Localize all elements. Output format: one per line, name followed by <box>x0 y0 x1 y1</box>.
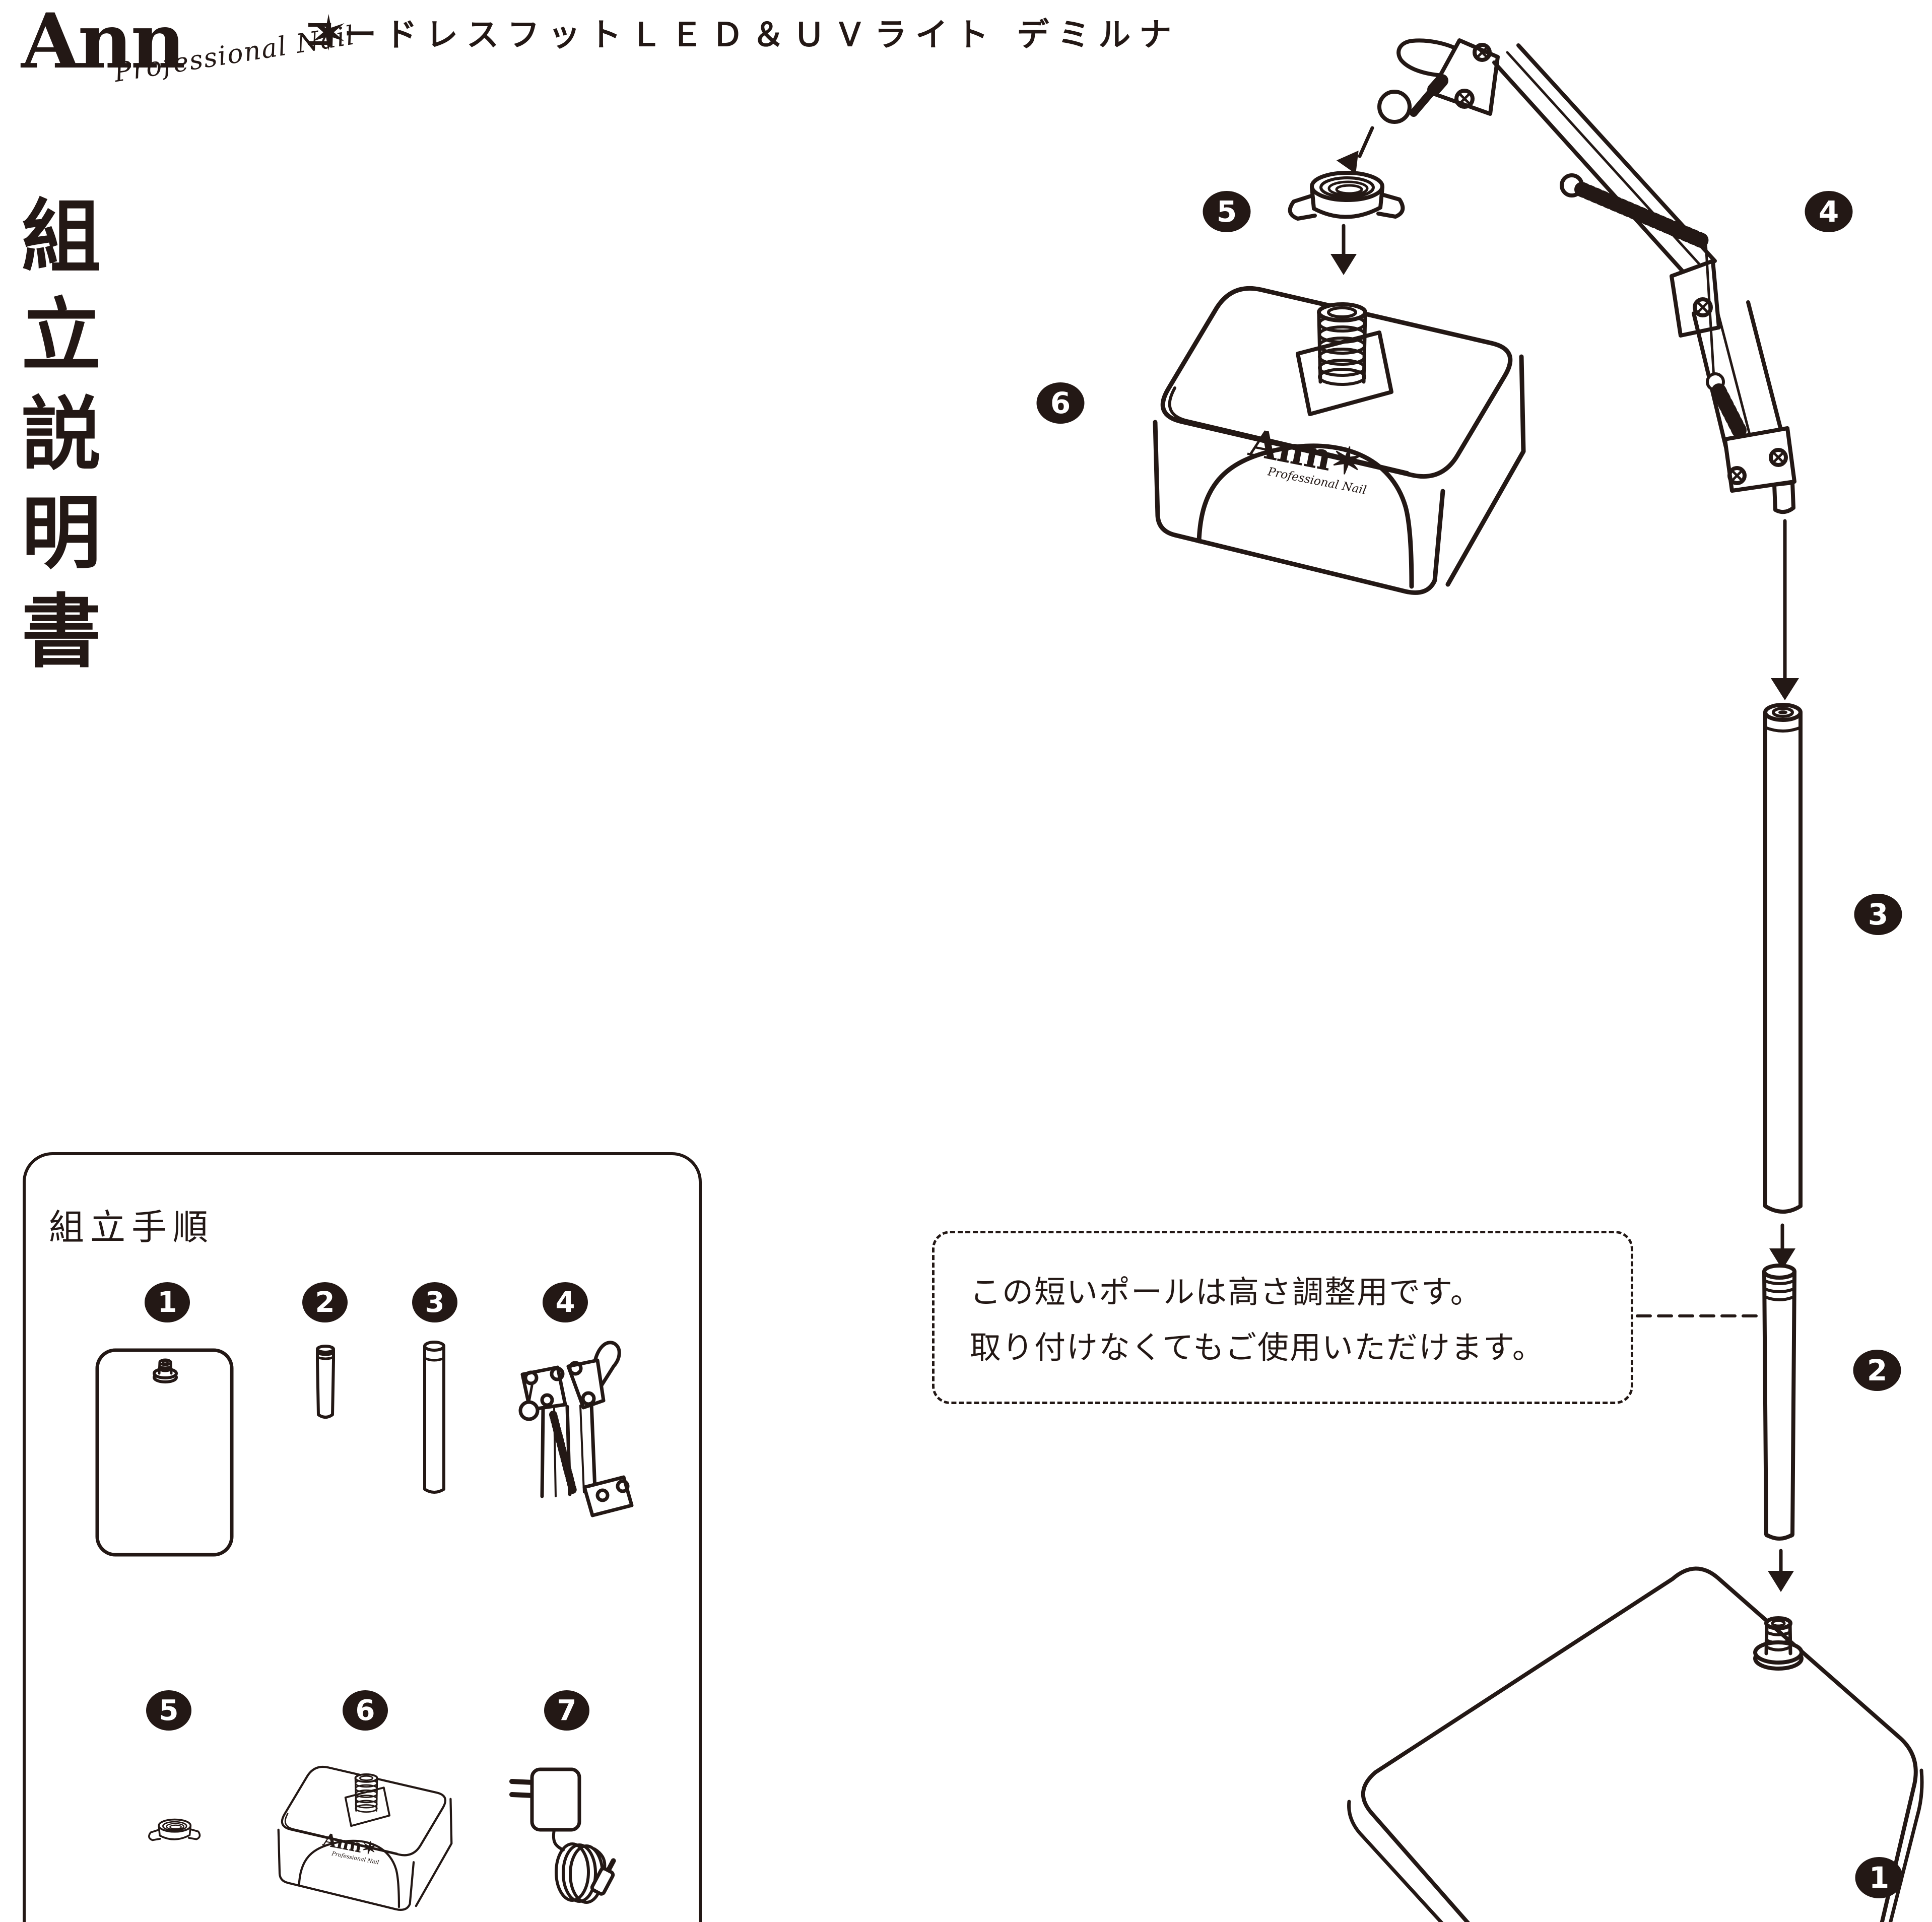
diagram-badge-pole-short: 2 <box>1853 1350 1901 1391</box>
base-plate-illustration <box>1347 1566 1924 1922</box>
panel-long-pole <box>423 1341 445 1494</box>
brand-name: Ann <box>21 0 185 86</box>
long-pole-illustration <box>1763 703 1803 1214</box>
diagram-badge-base: 1 <box>1855 1857 1903 1898</box>
panel-badge-6: 6 <box>343 1690 388 1731</box>
panel-badge-4: 4 <box>543 1282 588 1322</box>
panel-ring-nut <box>148 1818 201 1841</box>
panel-base-plate <box>95 1348 234 1557</box>
product-title: コードレスフットＬＥＤ＆ＵＶライト デミルナ <box>303 17 1180 54</box>
lamp-unit-illustration <box>1153 286 1526 595</box>
panel-badge-1: 1 <box>145 1282 190 1322</box>
document-title: 組立説明書 <box>8 194 100 688</box>
panel-short-pole <box>316 1345 335 1419</box>
parts-panel-border <box>23 1152 702 1922</box>
diagram-badge-pole-long: 3 <box>1854 894 1902 935</box>
panel-ac-adapter <box>509 1767 616 1904</box>
panel-badge-5: 5 <box>146 1690 191 1731</box>
height-adjust-note: この短いポールは高さ調整用です。 取り付けなくてもご使用いただけます。 <box>932 1231 1633 1404</box>
panel-badge-3: 3 <box>412 1282 457 1322</box>
ring-nut-illustration <box>1288 171 1405 221</box>
diagram-badge-nut: 5 <box>1203 191 1251 232</box>
short-pole-illustration <box>1762 1264 1796 1541</box>
panel-badge-2: 2 <box>302 1282 348 1322</box>
arm-illustration <box>1377 38 1796 514</box>
arrow-pole-to-pole <box>1769 1223 1795 1270</box>
arrow-nut-to-lamp <box>1330 224 1357 275</box>
diagram-badge-lamp: 6 <box>1036 382 1085 424</box>
panel-arm <box>518 1341 634 1517</box>
note-line-2: 取り付けなくてもご使用いただけます。 <box>970 1329 1545 1366</box>
note-line-1: この短いポールは高さ調整用です。 <box>970 1274 1483 1310</box>
parts-panel-heading: 組立手順 <box>49 1207 214 1248</box>
diagram-badge-arm: 4 <box>1805 191 1853 232</box>
panel-badge-7: 7 <box>544 1690 589 1731</box>
arrow-pole-to-base <box>1768 1549 1794 1592</box>
arrow-arm-to-pole <box>1771 519 1799 700</box>
arrow-ball-to-nut <box>1336 126 1374 174</box>
brand-star-icon: ✶ <box>308 5 349 61</box>
